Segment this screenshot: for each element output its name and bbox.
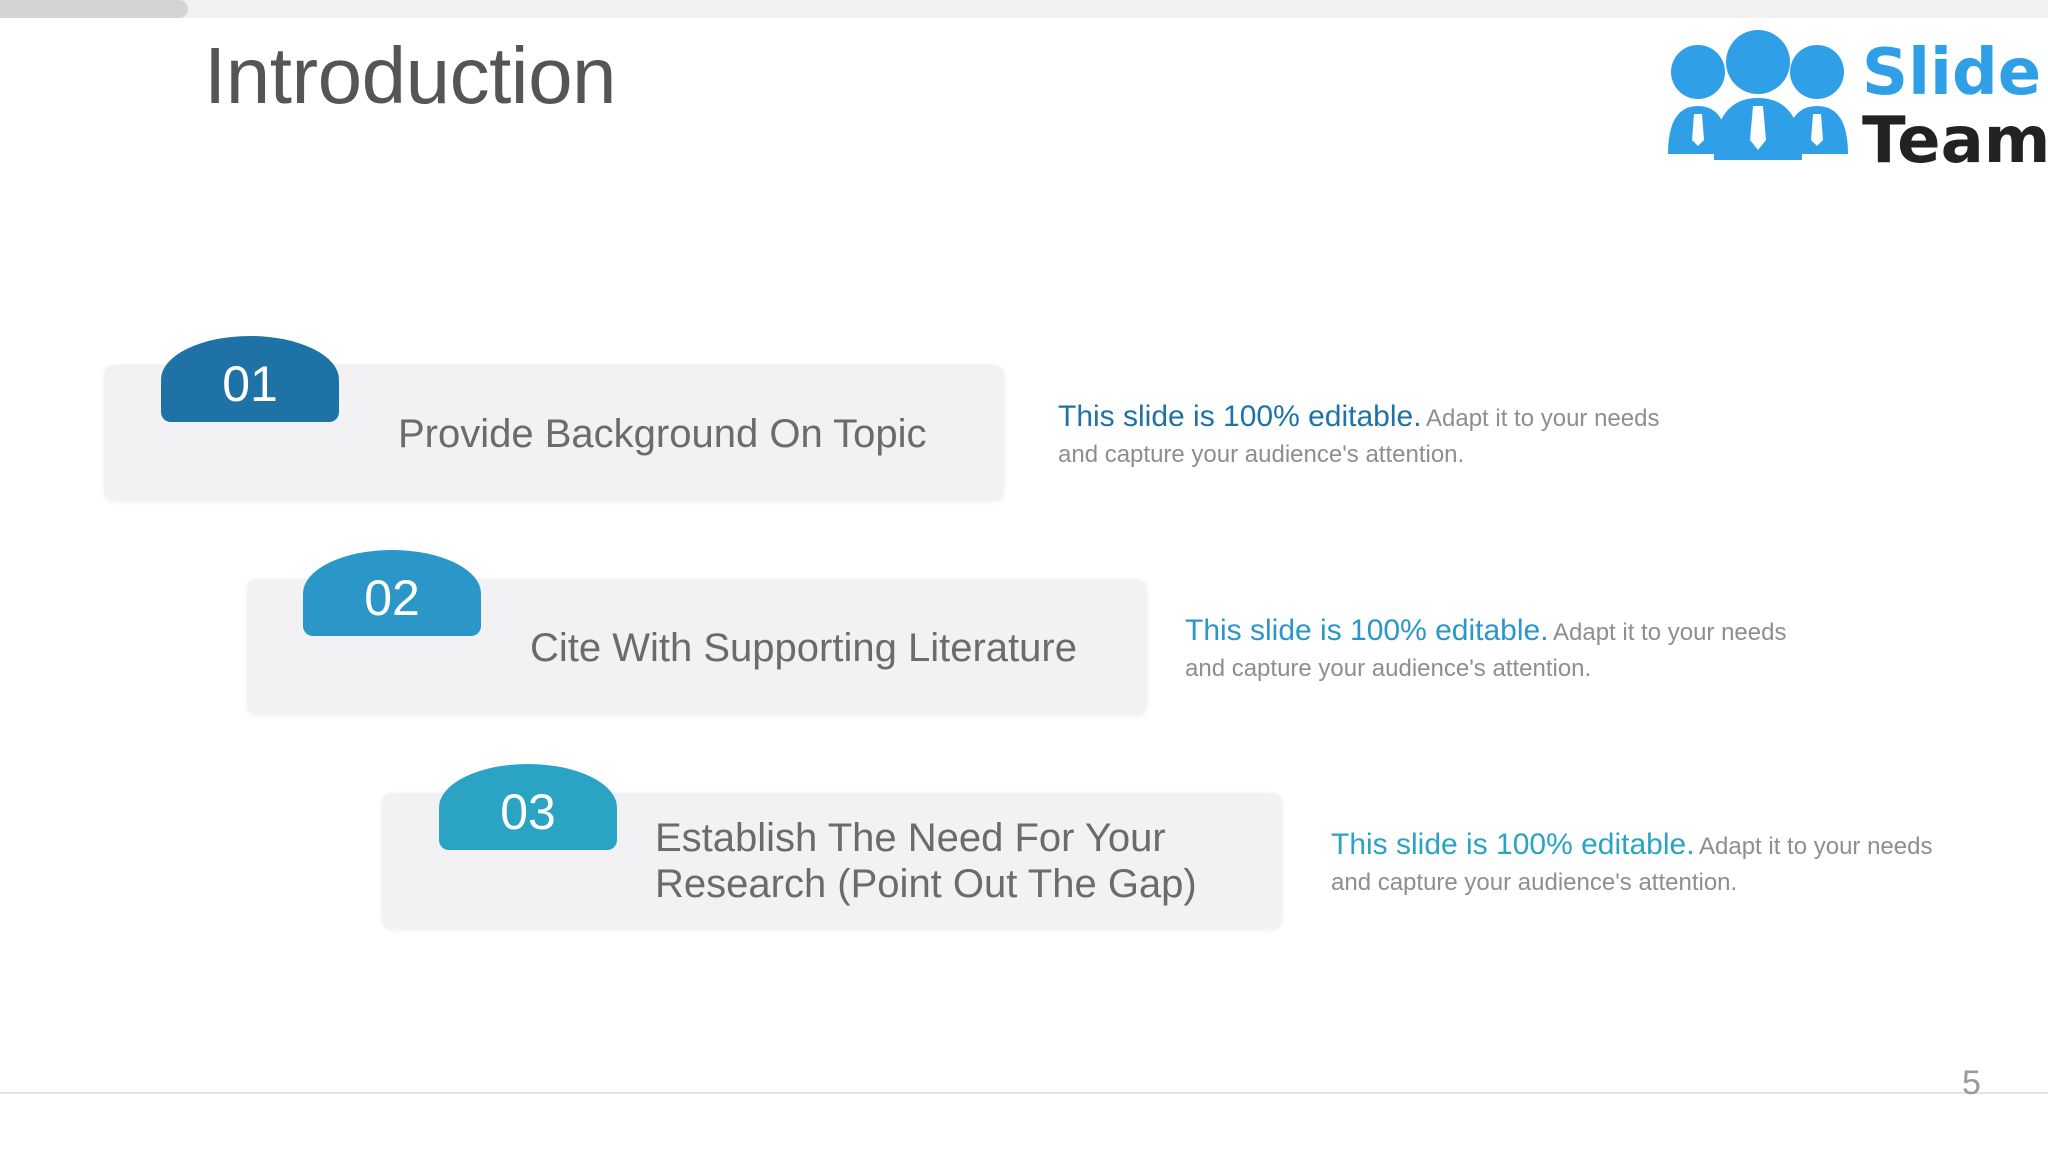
logo-word-team: Team (1862, 104, 2048, 178)
slideteam-logo: Slide Team (1662, 28, 2048, 178)
item-description-1: This slide is 100% editable. Adapt it to… (1058, 400, 1738, 471)
people-icon (1668, 30, 1848, 160)
description-text: Adapt it to your needs (1698, 833, 1933, 860)
item-badge-3: 03 (439, 764, 617, 850)
item-badge-1: 01 (161, 336, 339, 422)
description-text-line2: and capture your audience's attention. (1185, 655, 1592, 682)
logo-word-slide: Slide (1862, 36, 2042, 110)
top-scroll-track[interactable] (0, 0, 2048, 18)
description-text: Adapt it to your needs (1425, 405, 1660, 432)
description-text-line2: and capture your audience's attention. (1331, 869, 1738, 896)
slide-title: Introduction (204, 31, 617, 120)
item-description-3: This slide is 100% editable. Adapt it to… (1331, 828, 2011, 899)
description-highlight: This slide is 100% editable. (1331, 828, 1695, 861)
item-label-3: Establish The Need For Your Research (Po… (655, 816, 1197, 906)
item-label-2: Cite With Supporting Literature (530, 626, 1077, 670)
description-text: Adapt it to your needs (1552, 619, 1787, 646)
item-label-1: Provide Background On Topic (398, 412, 927, 456)
footer-divider (0, 1092, 2048, 1094)
description-text-line2: and capture your audience's attention. (1058, 441, 1465, 468)
top-scroll-thumb[interactable] (0, 0, 188, 18)
description-highlight: This slide is 100% editable. (1058, 400, 1422, 433)
item-badge-2: 02 (303, 550, 481, 636)
description-highlight: This slide is 100% editable. (1185, 614, 1549, 647)
item-description-2: This slide is 100% editable. Adapt it to… (1185, 614, 1865, 685)
page-number: 5 (1962, 1064, 1981, 1102)
